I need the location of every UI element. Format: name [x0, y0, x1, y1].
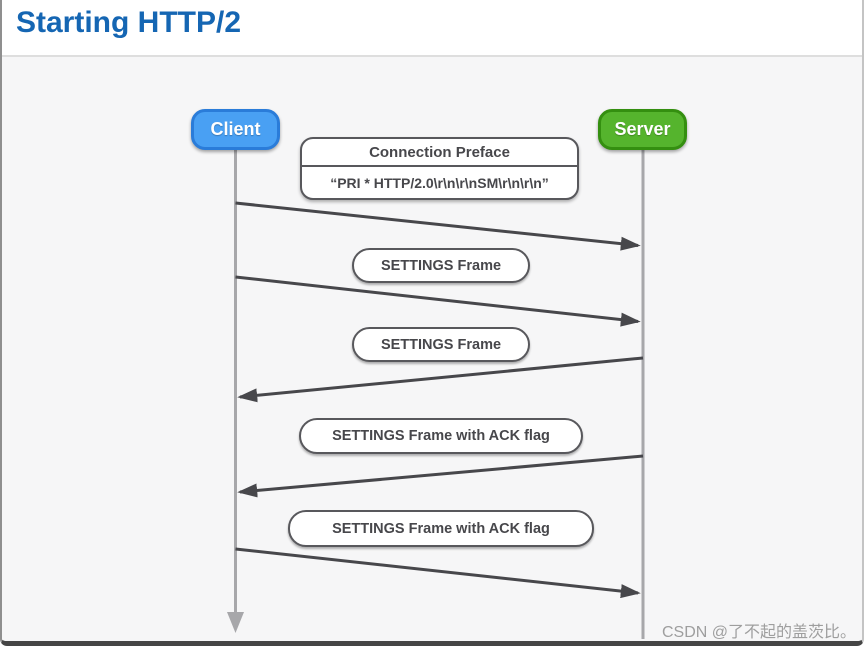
settings-ack-label-2: SETTINGS Frame with ACK flag: [288, 510, 594, 547]
connection-preface-title: Connection Preface: [302, 139, 577, 167]
connection-preface-value: “PRI * HTTP/2.0\r\n\r\nSM\r\n\r\n”: [330, 174, 549, 191]
header-divider: [2, 55, 862, 57]
settings-frame-label-1: SETTINGS Frame: [352, 248, 530, 283]
settings-ack-label-1: SETTINGS Frame with ACK flag: [299, 418, 583, 454]
connection-preface-box: Connection Preface “PRI * HTTP/2.0\r\n\r…: [300, 137, 579, 200]
client-actor-label: Client: [210, 119, 261, 139]
client-actor-badge: Client: [191, 109, 280, 150]
server-actor-label: Server: [614, 119, 671, 139]
settings-frame-label-2: SETTINGS Frame: [352, 327, 530, 362]
server-actor-badge: Server: [598, 109, 687, 150]
csdn-watermark: CSDN @了不起的盖茨比。: [661, 624, 856, 641]
page-title: Starting HTTP/2: [16, 6, 242, 39]
